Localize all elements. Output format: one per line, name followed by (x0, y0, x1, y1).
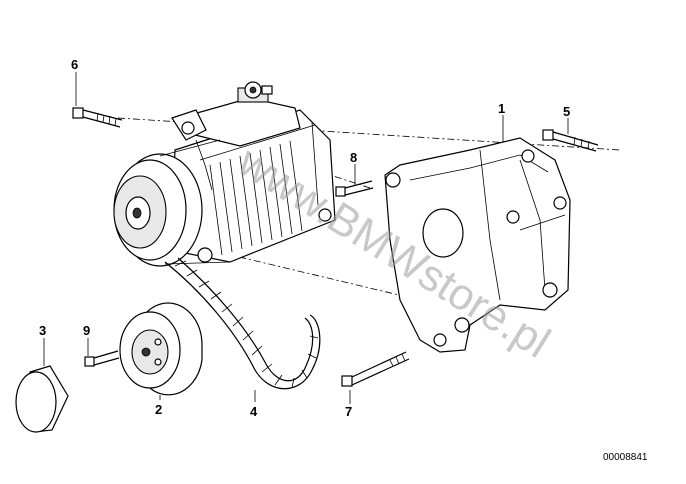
callout-1[interactable]: 1 (498, 101, 505, 116)
bolt-5-drawing (542, 129, 599, 152)
bolt-7-drawing (341, 351, 410, 387)
callout-6[interactable]: 6 (71, 57, 78, 72)
bolt-6-drawing (72, 107, 123, 128)
pulley-cap-drawing (15, 365, 69, 433)
compressor-bracket-drawing (384, 137, 571, 353)
callout-8[interactable]: 8 (350, 150, 357, 165)
callout-9[interactable]: 9 (83, 323, 90, 338)
callout-leaders (43, 72, 569, 404)
ac-compressor-drawing (113, 81, 336, 267)
callout-5[interactable]: 5 (563, 104, 570, 119)
callout-2[interactable]: 2 (155, 402, 162, 417)
callout-3[interactable]: 3 (39, 323, 46, 338)
callout-4[interactable]: 4 (250, 404, 258, 419)
callout-7[interactable]: 7 (345, 404, 352, 419)
diagram-code: 00008841 (603, 452, 648, 463)
bolt-9-drawing (84, 350, 120, 367)
bolt-8-drawing (335, 180, 374, 197)
ribbed-v-belt-drawing (164, 257, 321, 390)
tension-pulley-drawing (119, 302, 203, 396)
